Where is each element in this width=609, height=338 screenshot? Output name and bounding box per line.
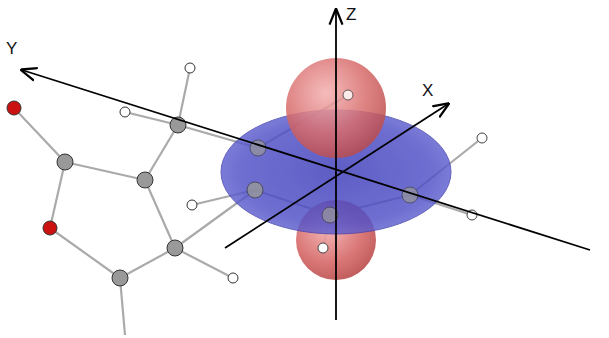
axes [22, 10, 590, 320]
atoms [7, 63, 238, 286]
inner-atoms [247, 90, 487, 253]
axis-label: Y [6, 40, 17, 57]
axis-label: X [422, 82, 433, 99]
bonds [14, 68, 482, 335]
axis-label: Z [346, 6, 356, 23]
